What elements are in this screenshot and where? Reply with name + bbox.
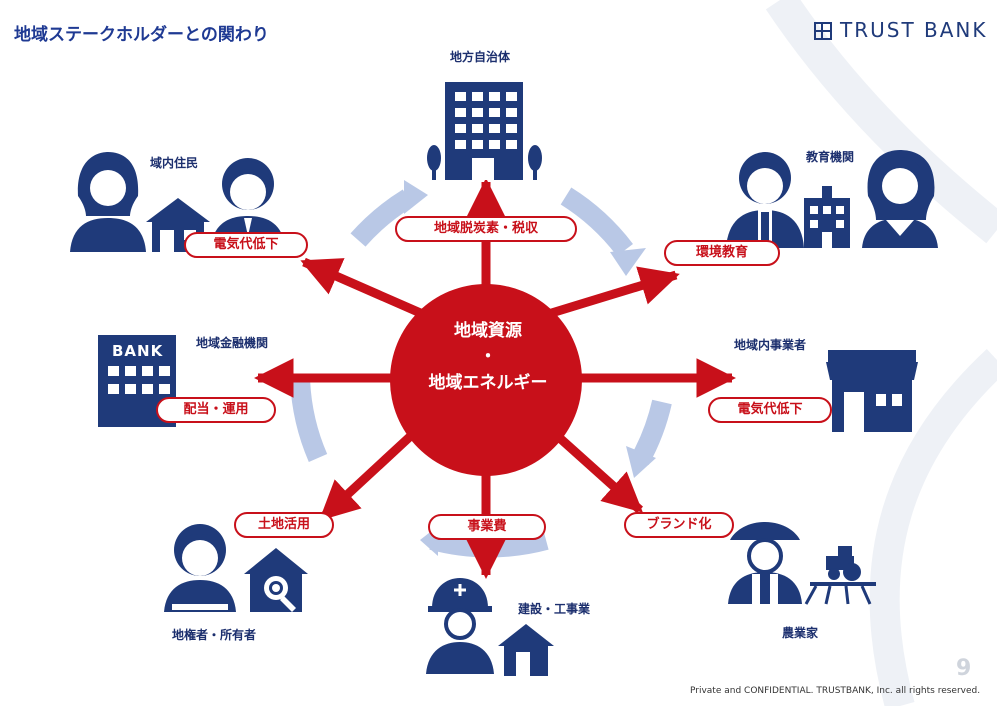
woman-resident-icon bbox=[70, 152, 146, 252]
bank-building-icon bbox=[98, 335, 176, 427]
business-label: 地域内事業者 bbox=[734, 338, 807, 352]
finance-pill: 配当・運用 bbox=[156, 397, 276, 423]
center-line-2: ・ bbox=[479, 347, 497, 367]
arrow-to-education bbox=[543, 266, 680, 320]
cycle-arc bbox=[290, 377, 328, 462]
bank-sign: BANK bbox=[112, 342, 164, 360]
center-circle bbox=[390, 284, 582, 476]
residents-label: 域内住民 bbox=[150, 156, 199, 170]
female-student-icon bbox=[862, 150, 938, 248]
government-pill: 地域脱炭素・税収 bbox=[395, 216, 577, 242]
arrow-to-landowner bbox=[318, 428, 419, 522]
arrow-to-residents bbox=[300, 257, 427, 320]
government-building-icon bbox=[427, 82, 542, 180]
center-line-1: 地域資源 bbox=[454, 321, 522, 341]
farmer-label: 農業家 bbox=[782, 626, 819, 640]
center-label: 地域資源 ・ 地域エネルギー bbox=[390, 318, 586, 396]
cycle-arrowhead bbox=[610, 248, 646, 276]
school-icon bbox=[804, 186, 850, 248]
brand-name: TRUST BANK bbox=[812, 18, 988, 42]
tractor-icon bbox=[804, 546, 876, 605]
construction-label: 建設・工事業 bbox=[518, 602, 591, 616]
cycle-arrowhead bbox=[626, 446, 656, 478]
farmer-pill: ブランド化 bbox=[624, 512, 734, 538]
construction-worker-icon bbox=[426, 578, 494, 674]
page-number: 9 bbox=[956, 656, 972, 681]
farmer-icon bbox=[728, 522, 802, 604]
landowner-pill: 土地活用 bbox=[234, 512, 334, 538]
cycle-arc bbox=[560, 187, 633, 257]
education-pill: 環境教育 bbox=[664, 240, 780, 266]
residents-pill: 電気代低下 bbox=[184, 232, 308, 258]
shop-icon bbox=[826, 350, 918, 432]
trust-bank-logo-icon bbox=[814, 22, 832, 40]
center-line-3: 地域エネルギー bbox=[428, 373, 548, 393]
background-curve bbox=[765, 0, 997, 244]
house-search-icon bbox=[244, 548, 308, 612]
background-curve bbox=[869, 349, 997, 706]
page-title: 地域ステークホルダーとの関わり bbox=[14, 25, 269, 45]
education-label: 教育機関 bbox=[806, 150, 855, 164]
landowner-person-icon bbox=[164, 524, 236, 612]
business-pill: 電気代低下 bbox=[708, 397, 832, 423]
arrow-to-farmer bbox=[549, 428, 644, 514]
student-icon bbox=[726, 152, 804, 248]
construction-pill: 事業費 bbox=[428, 514, 546, 540]
confidential-notice: Private and CONFIDENTIAL. TRUSTBANK, Inc… bbox=[690, 686, 981, 696]
brand-text: TRUST BANK bbox=[840, 18, 988, 42]
house-icon bbox=[498, 624, 554, 676]
cycle-arrowhead bbox=[404, 180, 428, 214]
cycle-arc bbox=[631, 399, 672, 465]
government-label: 地方自治体 bbox=[450, 50, 511, 64]
finance-label: 地域金融機関 bbox=[196, 336, 269, 350]
landowner-label: 地権者・所有者 bbox=[172, 628, 257, 642]
cycle-arrowheads bbox=[404, 180, 656, 556]
